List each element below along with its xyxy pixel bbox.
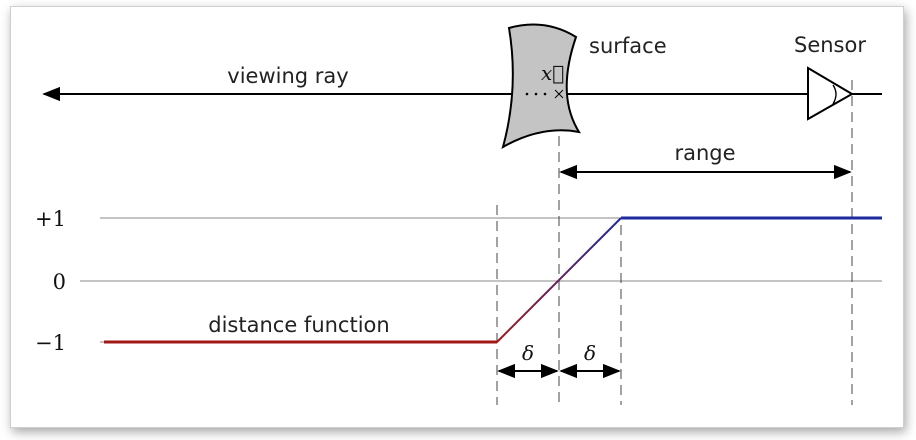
surface-dot: [525, 92, 529, 96]
surface-patch: [501, 23, 582, 150]
level-label-minus-one: −1: [35, 331, 66, 355]
delta-label-left: δ: [522, 341, 534, 365]
sensor-label: Sensor: [794, 33, 866, 57]
distance-function-label: distance function: [208, 313, 389, 337]
range-label: range: [674, 141, 735, 165]
level-label-plus-one: +1: [35, 207, 66, 231]
sensor-icon: [807, 66, 854, 121]
level-label-zero: 0: [53, 270, 66, 294]
surface-point-marker: [554, 89, 564, 99]
surface-dot: [534, 92, 538, 96]
distance-function-ramp: [496, 217, 622, 343]
sensor-arc: [832, 84, 837, 105]
surface-dot: [543, 92, 547, 96]
surface-label: surface: [589, 34, 667, 58]
delta-label-right: δ: [584, 341, 596, 365]
viewing-ray-label: viewing ray: [227, 64, 348, 88]
surface-point-label: x⃗: [541, 61, 564, 85]
